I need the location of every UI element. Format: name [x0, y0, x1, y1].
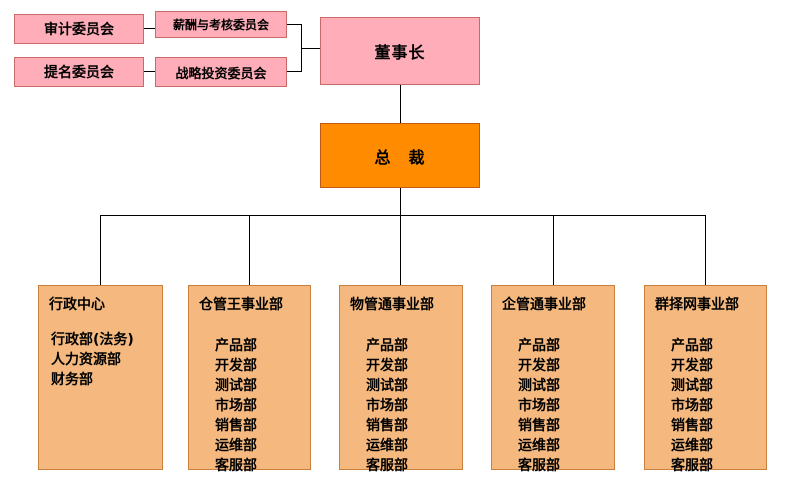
department-item: 客服部 [366, 458, 408, 474]
division-box-qiguantong: 企管通事业部 产品部 开发部 测试部 市场部 销售部 运维部 客服部 [491, 285, 615, 474]
department-item: 开发部 [671, 358, 713, 374]
department-item: 测试部 [671, 378, 713, 394]
division-items: 行政部(法务) 人力资源部 财务部 [39, 330, 162, 390]
division-items: 产品部 开发部 测试部 市场部 销售部 运维部 客服部 [645, 336, 766, 476]
department-item: 运维部 [671, 438, 713, 454]
division-box-admin-center: 行政中心 行政部(法务) 人力资源部 财务部 [38, 285, 163, 470]
president-box: 总 裁 [320, 123, 480, 188]
division-title: 仓管王事业部 [199, 297, 283, 313]
connector-line [400, 188, 401, 215]
department-item: 销售部 [215, 418, 257, 434]
division-title: 企管通事业部 [502, 297, 586, 313]
connector-line [100, 215, 706, 216]
nomination-committee-label: 提名委员会 [44, 65, 114, 81]
department-item: 测试部 [518, 378, 560, 394]
connector-line [553, 215, 554, 285]
nomination-committee-box: 提名委员会 [14, 57, 144, 87]
department-item: 开发部 [215, 358, 257, 374]
department-item: 市场部 [518, 398, 560, 414]
connector-line [287, 71, 302, 72]
chairman-box: 董事长 [320, 17, 480, 85]
department-item: 行政部(法务) [51, 332, 134, 348]
connector-line [100, 215, 101, 285]
division-title: 群择网事业部 [655, 297, 739, 313]
department-item: 客服部 [215, 458, 257, 474]
division-title: 行政中心 [49, 297, 105, 313]
department-item: 销售部 [366, 418, 408, 434]
division-items: 产品部 开发部 测试部 市场部 销售部 运维部 客服部 [340, 336, 462, 476]
division-box-qunzewang: 群择网事业部 产品部 开发部 测试部 市场部 销售部 运维部 客服部 [644, 285, 767, 474]
department-item: 运维部 [518, 438, 560, 454]
department-item: 客服部 [518, 458, 560, 474]
department-item: 测试部 [366, 378, 408, 394]
department-item: 产品部 [366, 338, 408, 354]
audit-committee-box: 审计委员会 [14, 14, 144, 44]
department-item: 产品部 [671, 338, 713, 354]
department-item: 销售部 [518, 418, 560, 434]
department-item: 产品部 [518, 338, 560, 354]
department-item: 人力资源部 [51, 352, 121, 368]
chairman-label: 董事长 [374, 43, 426, 62]
division-box-wuguantong: 物管通事业部 产品部 开发部 测试部 市场部 销售部 运维部 客服部 [339, 285, 463, 474]
department-item: 开发部 [366, 358, 408, 374]
compensation-committee-box: 薪酬与考核委员会 [155, 11, 287, 38]
connector-line [400, 215, 401, 285]
connector-line [705, 215, 706, 285]
department-item: 市场部 [671, 398, 713, 414]
connector-line [144, 28, 155, 29]
strategy-committee-label: 战略投资委员会 [175, 66, 267, 82]
department-item: 市场部 [366, 398, 408, 414]
division-items: 产品部 开发部 测试部 市场部 销售部 运维部 客服部 [189, 336, 310, 476]
connector-line [400, 85, 401, 123]
connector-line [301, 48, 320, 49]
division-box-cangguanwang: 仓管王事业部 产品部 开发部 测试部 市场部 销售部 运维部 客服部 [188, 285, 311, 474]
department-item: 市场部 [215, 398, 257, 414]
department-item: 产品部 [215, 338, 257, 354]
division-title: 物管通事业部 [350, 297, 434, 313]
department-item: 财务部 [51, 372, 93, 388]
division-items: 产品部 开发部 测试部 市场部 销售部 运维部 客服部 [492, 336, 614, 476]
department-item: 销售部 [671, 418, 713, 434]
compensation-committee-label: 薪酬与考核委员会 [172, 18, 269, 32]
strategy-committee-box: 战略投资委员会 [155, 57, 287, 87]
department-item: 运维部 [366, 438, 408, 454]
department-item: 运维部 [215, 438, 257, 454]
connector-line [249, 215, 250, 285]
president-label: 总 裁 [374, 147, 426, 167]
connector-line [287, 24, 302, 25]
department-item: 开发部 [518, 358, 560, 374]
connector-line [144, 71, 155, 72]
department-item: 测试部 [215, 378, 257, 394]
audit-committee-label: 审计委员会 [44, 22, 114, 38]
department-item: 客服部 [671, 458, 713, 474]
